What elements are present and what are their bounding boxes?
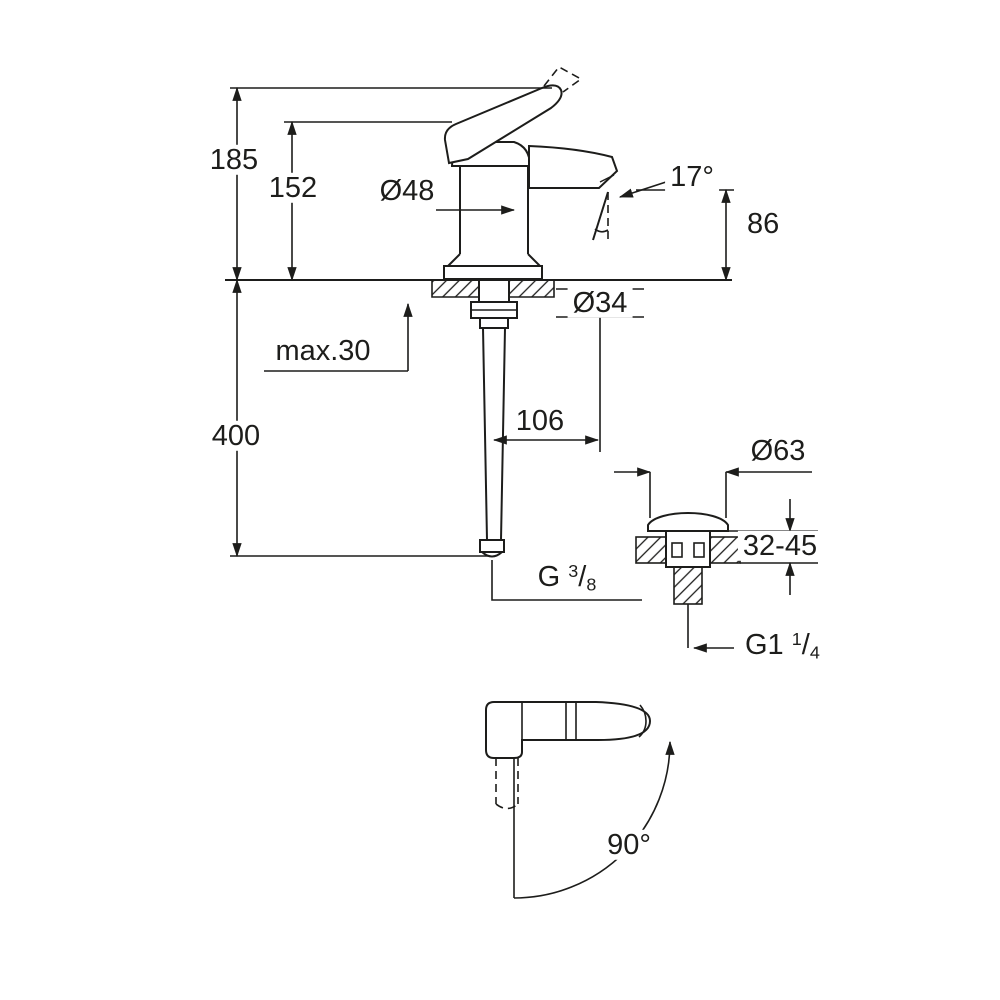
supply-thread-numerator: 3 — [568, 560, 579, 581]
dim-handle-swing-angle: 90° — [602, 829, 656, 860]
dim-spout-angle: 17° — [665, 161, 719, 192]
waste-thread-denominator: 4 — [809, 642, 820, 663]
dim-max-deck-thickness: max.30 — [270, 335, 376, 366]
supply-hose — [482, 327, 506, 541]
waste-cap — [647, 512, 729, 532]
dim-supply-hose-length: 400 — [206, 420, 266, 451]
mounting-and-hose — [470, 279, 518, 558]
dim-waste-clamping-range: 32-45 — [737, 530, 823, 561]
waste-thread-numerator: 1 — [791, 628, 802, 649]
waste-assembly-drawing — [635, 512, 741, 605]
supply-thread-denominator: 8 — [586, 574, 597, 595]
dim-supply-thread: G 3/8 — [532, 560, 602, 595]
dim-total-height: 185 — [204, 144, 264, 175]
waste-tailpiece — [673, 566, 703, 605]
dim-spout-projection: 106 — [510, 405, 570, 436]
dim-waste-cap-diameter: Ø63 — [745, 435, 811, 466]
dim-mounting-hole-diameter: Ø34 — [567, 287, 633, 318]
waste-thread-slash: / — [801, 628, 810, 661]
supply-thread-slash: / — [578, 560, 587, 593]
faucet-drawing — [443, 65, 619, 280]
handle-swing-detail — [485, 701, 675, 899]
dim-height-to-lever: 152 — [263, 172, 323, 203]
dim-waste-thread: G1 1/4 — [740, 628, 825, 663]
hose-end-fitting — [479, 539, 505, 553]
swing-arc — [513, 740, 675, 899]
dim-spout-outlet-height: 86 — [742, 208, 785, 239]
supply-thread-prefix: G — [537, 560, 561, 593]
waste-thread-prefix: G1 — [745, 628, 784, 661]
dim-body-diameter: Ø48 — [374, 175, 440, 206]
